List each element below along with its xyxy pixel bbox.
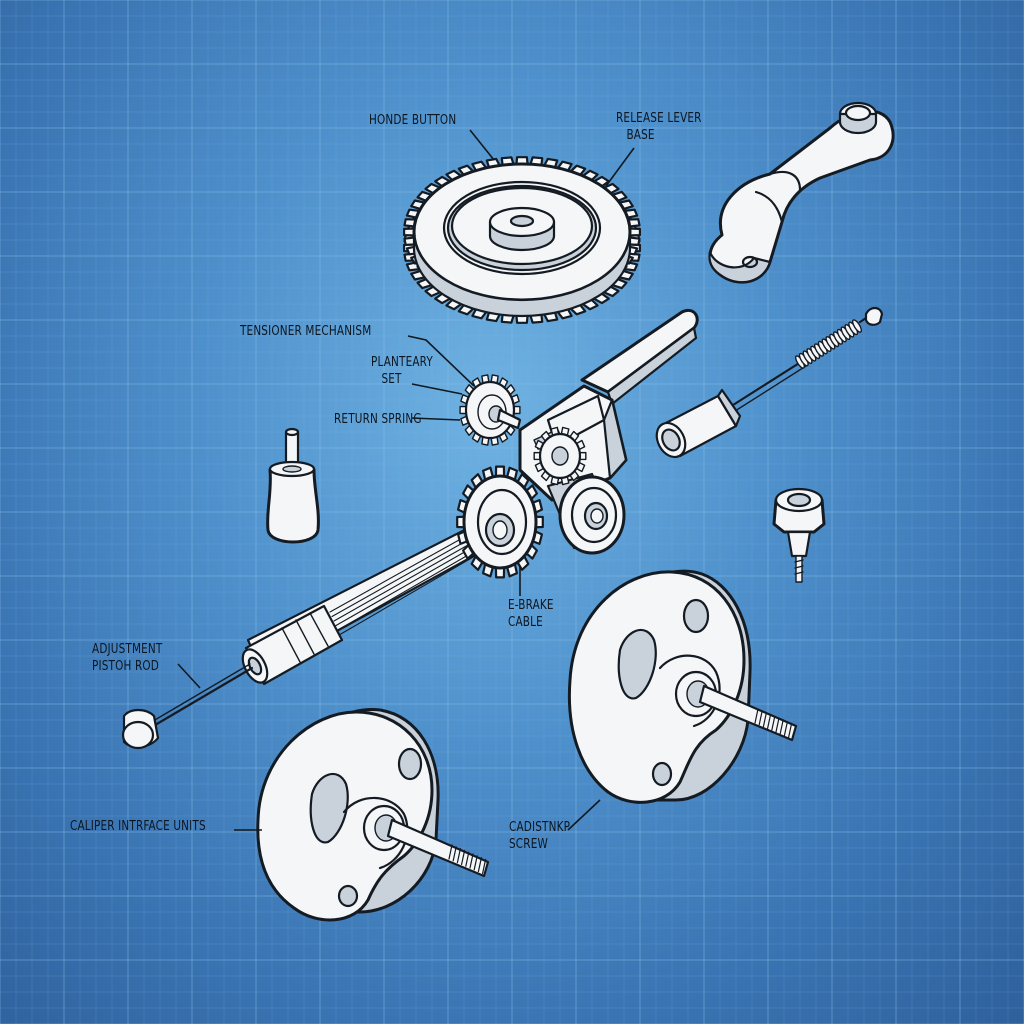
label-planteary-set: PLANTEARY SET	[371, 354, 433, 387]
thread-line	[762, 711, 768, 728]
thread-line	[758, 710, 763, 726]
thread-line	[482, 858, 487, 875]
thread-line	[456, 847, 461, 864]
thread-line	[766, 713, 772, 730]
piston-cap	[266, 427, 320, 544]
leader-lines	[177, 129, 635, 831]
thread-line	[754, 708, 759, 724]
large-ring-gear	[403, 156, 642, 324]
planetary-gear	[459, 374, 522, 446]
caliper-interface-unit-right	[567, 569, 798, 804]
label-honde-button: HONDE BUTTON	[369, 112, 457, 128]
return-spring-rod	[655, 306, 884, 459]
label-adjustment-piston-rod: ADJUSTMENT PISTOH ROD	[92, 641, 163, 674]
spring-coil	[851, 319, 863, 333]
drive-gear	[456, 465, 544, 579]
thread-line	[461, 849, 466, 866]
thread-line	[469, 853, 474, 869]
thread-line	[473, 855, 478, 871]
cable-pulley	[546, 472, 626, 555]
thread-line	[771, 715, 776, 731]
thread-line	[775, 717, 780, 733]
label-release-lever-base: RELEASE LEVER BASE	[616, 110, 702, 143]
thread-line	[787, 722, 793, 739]
label-cadistnkp-screw: CADISTNKP SCREW	[509, 819, 571, 852]
thread-line	[465, 851, 470, 867]
label-caliper-interface-units: CALIPER INTRFACE UNITS	[70, 818, 206, 834]
thread-line	[448, 844, 453, 860]
idler-gear	[533, 426, 587, 486]
label-return-spring: RETURN SPRING	[334, 411, 422, 427]
release-lever-arm	[708, 101, 895, 284]
label-e-brake-cable: E-BRAKE CABLE	[508, 597, 554, 630]
thread-line	[477, 856, 482, 873]
adjuster-bolt	[772, 487, 826, 583]
thread-line	[783, 720, 789, 737]
label-tensioner-mechanism: TENSIONER MECHANISM	[240, 323, 372, 339]
e-brake-cable-bundle	[121, 510, 512, 750]
thread-line	[779, 719, 784, 735]
thread-line	[452, 846, 457, 862]
caliper-interface-unit-left	[256, 708, 490, 922]
